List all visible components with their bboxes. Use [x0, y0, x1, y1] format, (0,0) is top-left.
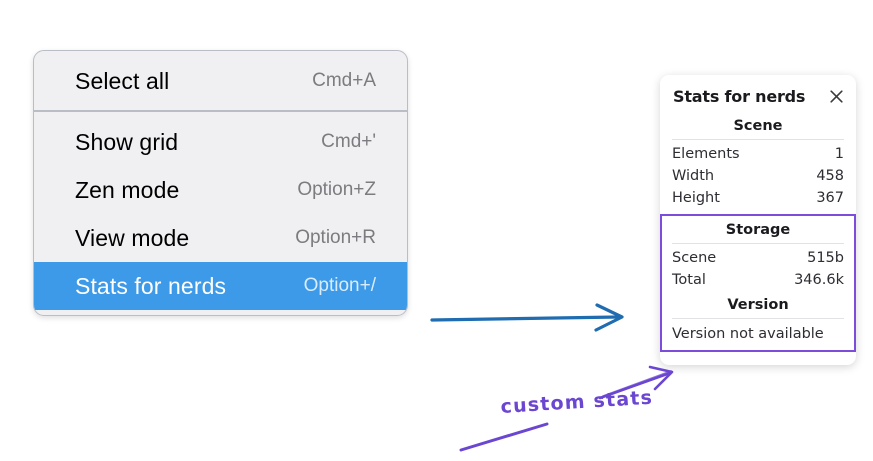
stat-value: 1	[834, 146, 844, 162]
storage-stats-group: Storage Scene 515b Total 346.6k	[672, 216, 844, 291]
menu-item-shortcut: Cmd+'	[321, 131, 376, 152]
stat-row-elements: Elements 1	[672, 143, 844, 165]
version-stats-group: Version Version not available	[672, 291, 844, 344]
stat-row-storage-scene: Scene 515b	[672, 247, 844, 269]
stat-value: 515b	[807, 250, 844, 266]
stat-row-width: Width 458	[672, 165, 844, 187]
stat-key: Width	[672, 168, 715, 184]
menu-section-1: Select all Cmd+A	[34, 51, 407, 110]
stat-key: Total	[672, 272, 706, 288]
menu-item-label: Zen mode	[75, 176, 180, 203]
stat-row-storage-total: Total 346.6k	[672, 269, 844, 291]
menu-item-zen-mode[interactable]: Zen mode Option+Z	[34, 166, 407, 214]
menu-item-label: Stats for nerds	[75, 272, 227, 299]
close-icon[interactable]	[828, 88, 845, 105]
blue-arrow-annotation	[430, 303, 624, 332]
menu-item-shortcut: Option+R	[295, 227, 376, 248]
menu-item-show-grid[interactable]: Show grid Cmd+'	[34, 118, 407, 166]
divider	[672, 243, 844, 244]
panel-title: Stats for nerds	[673, 87, 806, 106]
menu-item-view-mode[interactable]: View mode Option+R	[34, 214, 407, 262]
menu-item-shortcut: Cmd+A	[312, 70, 376, 91]
menu-item-select-all[interactable]: Select all Cmd+A	[34, 57, 407, 105]
stats-for-nerds-panel: Stats for nerds Scene Elements 1 Width 4…	[660, 75, 856, 365]
stat-value: 346.6k	[794, 272, 844, 288]
divider	[672, 318, 844, 319]
menu-item-label: View mode	[75, 224, 190, 251]
stat-key: Height	[672, 190, 720, 206]
storage-heading: Storage	[725, 222, 791, 238]
custom-stats-highlight-region: Storage Scene 515b Total 346.6k Version …	[660, 214, 856, 352]
context-menu[interactable]: Select all Cmd+A Show grid Cmd+' Zen mod…	[33, 50, 408, 316]
version-heading: Version	[727, 297, 789, 313]
version-value: Version not available	[672, 326, 824, 342]
menu-item-label: Show grid	[75, 128, 179, 155]
stat-value: 367	[816, 190, 844, 206]
purple-underline-annotation	[459, 422, 549, 452]
scene-stats-group: Scene Elements 1 Width 458 Height 367	[660, 106, 856, 209]
stat-key: Elements	[672, 146, 740, 162]
menu-item-shortcut: Option+/	[303, 275, 376, 296]
divider	[672, 139, 844, 140]
menu-section-2: Show grid Cmd+' Zen mode Option+Z View m…	[34, 110, 407, 315]
menu-item-label: Select all	[75, 67, 170, 94]
stat-value: 458	[816, 168, 844, 184]
panel-header: Stats for nerds	[660, 85, 856, 106]
menu-item-shortcut: Option+Z	[297, 179, 376, 200]
menu-item-stats-for-nerds[interactable]: Stats for nerds Option+/	[34, 262, 407, 310]
stat-key: Scene	[672, 250, 717, 266]
custom-stats-annotation-label: custom stats	[500, 386, 654, 418]
scene-heading: Scene	[733, 118, 783, 134]
stat-row-height: Height 367	[672, 187, 844, 209]
